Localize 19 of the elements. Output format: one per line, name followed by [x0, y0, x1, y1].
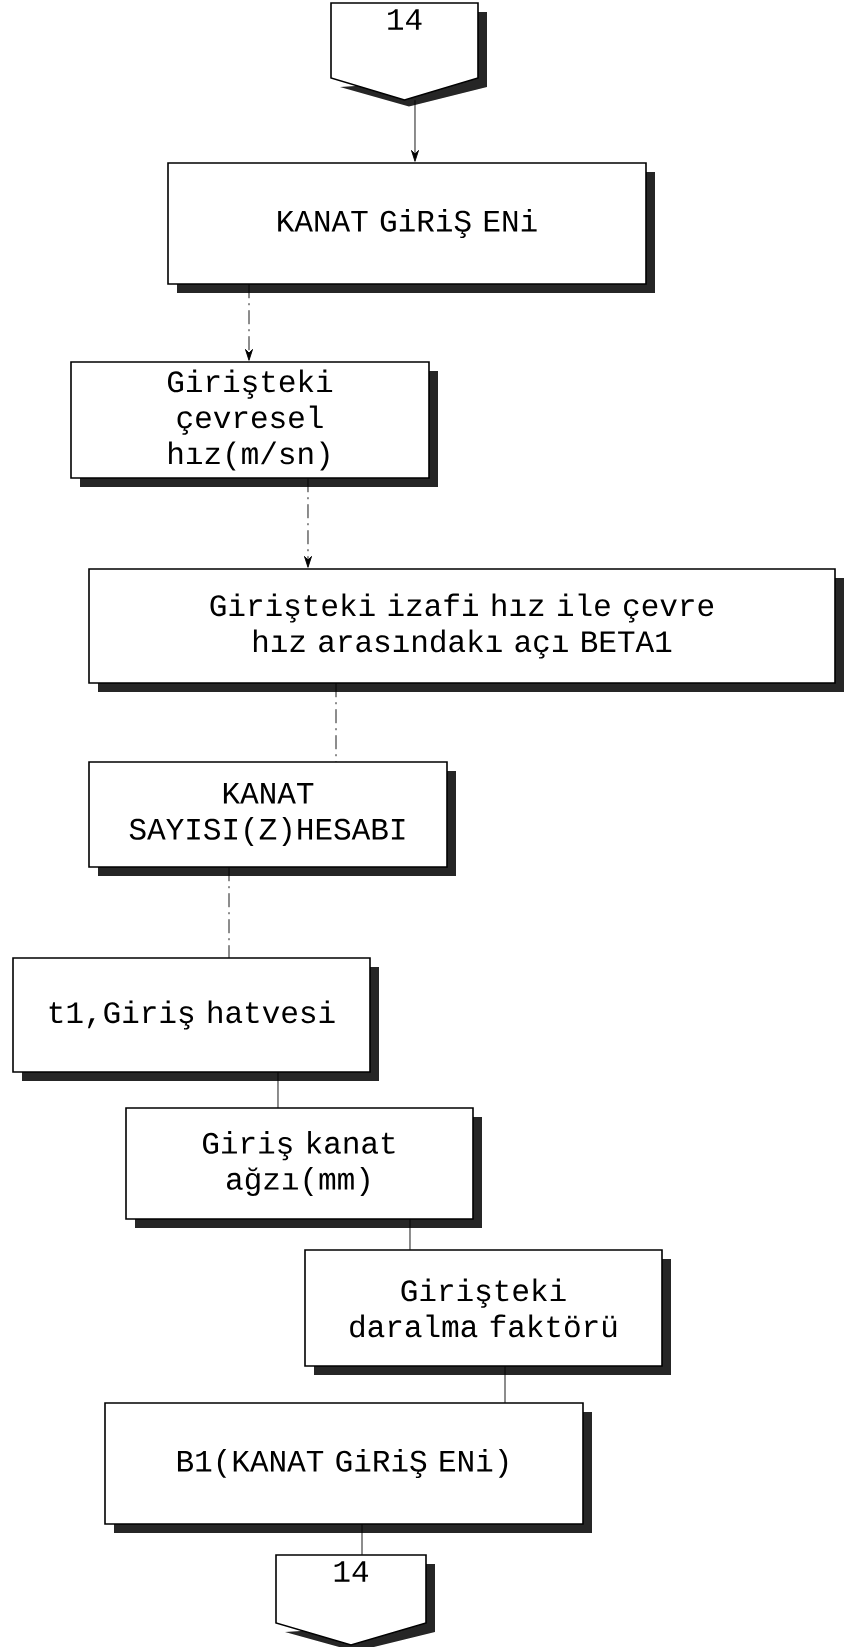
connector — [304, 477, 312, 568]
offpage-connector: 14 — [275, 1554, 435, 1647]
process-box: t1,Giriş hatvesi — [12, 957, 379, 1081]
process-box: Girişteki çevresel hız(m/sn) — [70, 361, 438, 487]
offpage-connector: 14 — [330, 2, 487, 107]
connector — [277, 1071, 279, 1109]
connector — [504, 1365, 506, 1404]
connector — [409, 1218, 411, 1251]
connector — [335, 682, 337, 763]
process-box: B1(KANAT GiRiŞ ENi) — [104, 1402, 592, 1533]
process-box: Girişteki daralma faktörü — [304, 1249, 671, 1375]
process-box: KANAT GiRiŞ ENi — [167, 162, 655, 293]
connector — [245, 283, 253, 361]
process-box: Giriş kanat ağzı(mm) — [125, 1107, 482, 1228]
process-box: KANAT SAYISI(Z)HESABI — [88, 761, 456, 876]
connector — [411, 99, 419, 162]
connector — [361, 1523, 363, 1556]
connector — [228, 866, 230, 959]
process-box: Girişteki izafi hız ile çevre hız arasındakı açı BETA1 — [88, 568, 844, 692]
